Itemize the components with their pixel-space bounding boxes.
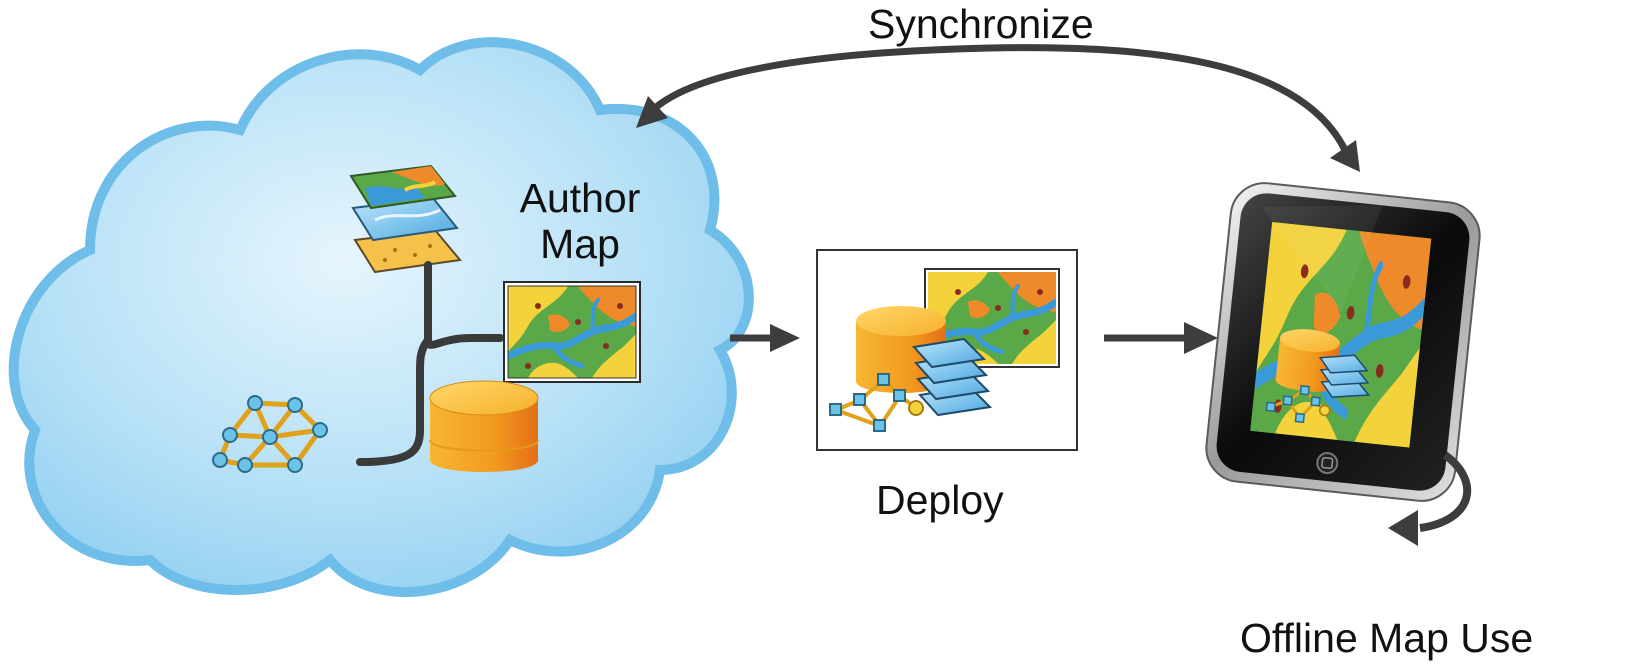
arrowhead (1184, 322, 1218, 354)
author-label-line2: Map (540, 221, 620, 267)
offline-map-use-label: Offline Map Use (1240, 615, 1534, 661)
bracket-connector (356, 334, 504, 466)
arrowhead (770, 324, 800, 352)
map-icon (503, 281, 641, 383)
arrowhead (636, 96, 668, 128)
network-icon (212, 395, 328, 473)
author-map-label: Author Map (510, 175, 650, 267)
deploy-label: Deploy (876, 477, 1004, 523)
layers-icon (349, 164, 462, 274)
offline-loop-arrow (1419, 451, 1472, 532)
tablet-icon (1205, 182, 1481, 502)
arrowhead (1388, 510, 1418, 546)
synchronize-label: Synchronize (868, 1, 1094, 47)
arrowhead (1330, 140, 1360, 172)
database-icon (429, 380, 539, 472)
deploy-package-icon (816, 249, 1078, 451)
synchronize-arrow (652, 44, 1349, 152)
author-label-line1: Author (519, 175, 641, 221)
